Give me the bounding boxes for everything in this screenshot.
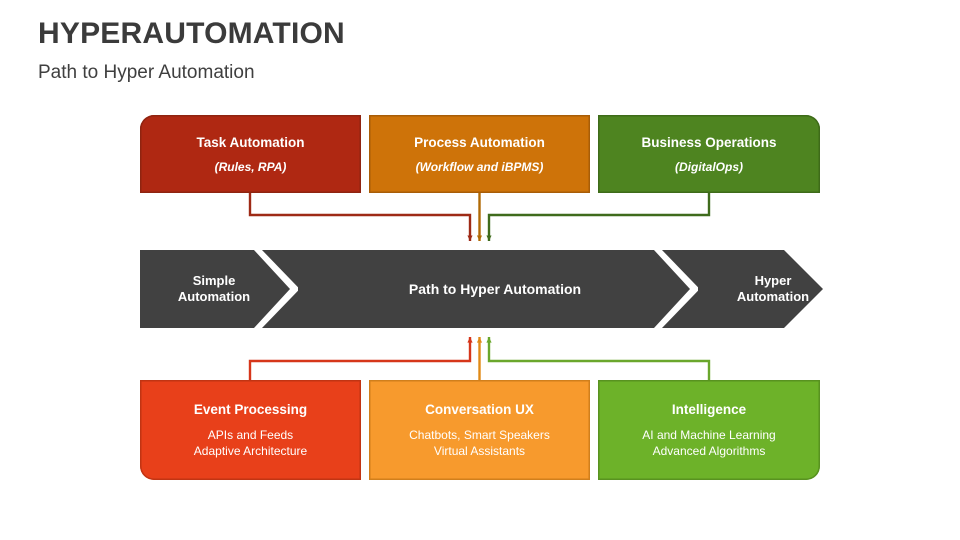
card-subtitle: Chatbots, Smart Speakers Virtual Assista… <box>409 427 550 459</box>
connector-task-to-band <box>248 193 473 242</box>
card-subtitle-line2: Advanced Algorithms <box>652 444 766 458</box>
slide-header: HYPERAUTOMATION Path to Hyper Automation <box>38 16 738 86</box>
card-subtitle-line2: Virtual Assistants <box>433 444 526 458</box>
card-title: Business Operations <box>641 134 777 150</box>
band-stage-path: Path to Hyper Automation <box>408 281 582 297</box>
card-process-automation[interactable]: Process Automation (Workflow and iBPMS) <box>369 115 590 193</box>
card-subtitle-line1: AI and Machine Learning <box>642 428 776 442</box>
card-title: Process Automation <box>414 134 545 150</box>
card-title: Intelligence <box>671 402 747 417</box>
card-subtitle: (Rules, RPA) <box>214 159 287 174</box>
band-stage-hyper-line2: Automation <box>736 289 810 304</box>
band-stage-simple-line2: Automation <box>177 289 251 304</box>
band-notch-2 <box>654 250 698 328</box>
card-subtitle-line1: Chatbots, Smart Speakers <box>409 428 550 442</box>
card-title: Conversation UX <box>425 402 534 417</box>
card-title: Task Automation <box>196 134 305 150</box>
band-stage-simple-automation: Simple Automation <box>144 273 284 305</box>
card-subtitle: (DigitalOps) <box>675 159 743 174</box>
band-stage-simple-line1: Simple <box>192 273 236 288</box>
card-subtitle: (Workflow and iBPMS) <box>415 159 544 174</box>
card-intelligence[interactable]: Intelligence AI and Machine Learning Adv… <box>598 380 820 480</box>
path-to-hyper-automation-band: Simple Automation Path to Hyper Automati… <box>140 250 823 328</box>
card-title: Event Processing <box>193 402 308 417</box>
band-body <box>140 250 823 328</box>
connector-business-to-band <box>486 193 711 242</box>
card-subtitle-line1: APIs and Feeds <box>207 428 294 442</box>
card-subtitle-line2: Adaptive Architecture <box>193 444 308 458</box>
connector-event-to-band <box>248 337 473 380</box>
band-notch-1 <box>254 250 298 328</box>
page-subtitle: Path to Hyper Automation <box>38 62 255 83</box>
card-subtitle: APIs and Feeds Adaptive Architecture <box>194 427 307 459</box>
card-conversation-ux[interactable]: Conversation UX Chatbots, Smart Speakers… <box>369 380 590 480</box>
card-subtitle: AI and Machine Learning Advanced Algorit… <box>642 427 775 459</box>
band-stage-hyper-automation: Hyper Automation <box>703 273 843 305</box>
connector-intelligence-to-band <box>486 337 711 380</box>
card-business-operations[interactable]: Business Operations (DigitalOps) <box>598 115 820 193</box>
card-task-automation[interactable]: Task Automation (Rules, RPA) <box>140 115 361 193</box>
band-stage-hyper-line1: Hyper <box>754 273 792 288</box>
page-title: HYPERAUTOMATION <box>38 17 345 50</box>
card-event-processing[interactable]: Event Processing APIs and Feeds Adaptive… <box>140 380 361 480</box>
